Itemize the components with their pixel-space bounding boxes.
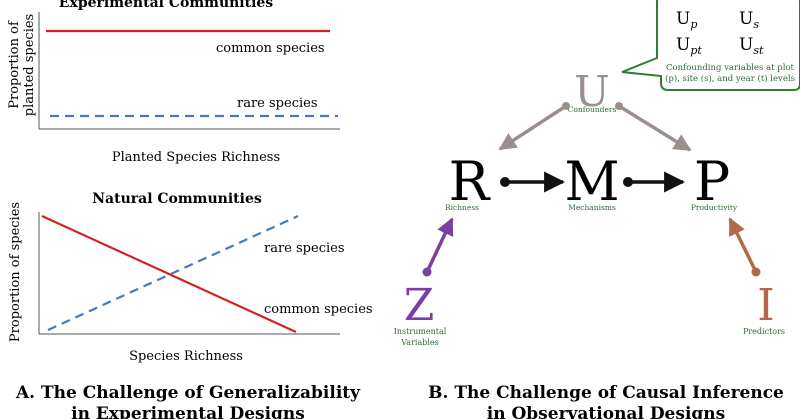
caption-b-line1: B. The Challenge of Causal Inference (428, 383, 784, 403)
node-z: Z (404, 280, 435, 331)
arrow-instrument-to-richness (425, 217, 454, 273)
node-m-label: Mechanisms (568, 203, 616, 212)
node-r-label: Richness (445, 203, 479, 212)
confounder-arrow-to-richness (498, 104, 567, 151)
natural-ylabel: Proportion of species (8, 202, 23, 342)
caption-a-line1: A. The Challenge of Generalizability (15, 383, 361, 403)
callout-up: Up (676, 9, 697, 31)
natural-rare-label: rare species (264, 241, 345, 256)
natural-xlabel: Species Richness (129, 349, 243, 364)
natural-title: Natural Communities (92, 191, 262, 207)
experimental-rare-label: rare species (237, 96, 318, 111)
callout-text-line2: (p), site (s), and year (t) levels (665, 73, 795, 84)
node-i: I (757, 280, 774, 331)
node-m: M (564, 150, 619, 213)
experimental-common-label: common species (216, 41, 325, 56)
node-z-label-line2: Variables (400, 338, 438, 347)
caption-a-line2: in Experimental Designs (71, 404, 305, 419)
natural-rare-line (47, 214, 299, 332)
node-p: P (694, 150, 730, 213)
experimental-title: Experimental Communities (59, 0, 274, 11)
node-u: U (574, 67, 609, 116)
node-i-label: Predictors (743, 327, 785, 336)
callout-text-line1: Confounding variables at plot (666, 63, 795, 73)
confounder-arrow-to-productivity (618, 104, 692, 152)
experimental-ylabel-line2: planted species (22, 14, 37, 116)
confounder-callout: Up Us Upt Ust Confounding variables at p… (621, 0, 800, 91)
arrow-predictor-to-productivity (728, 217, 758, 273)
callout-us: Us (739, 9, 759, 31)
node-z-label-line1: Instrumental (394, 327, 447, 336)
node-r: R (449, 150, 491, 213)
natural-chart: Natural Communities rare species common … (8, 191, 373, 364)
natural-common-line (41, 214, 297, 334)
callout-upt: Upt (676, 35, 702, 57)
experimental-ylabel-line1: Proportion of (7, 20, 22, 109)
experimental-xlabel: Planted Species Richness (112, 150, 280, 165)
node-u-label: Confounders (568, 105, 617, 114)
node-p-label: Productivity (691, 203, 738, 212)
caption-b-line2: in Observational Designs (487, 404, 725, 419)
natural-common-label: common species (264, 302, 373, 317)
experimental-chart: Experimental Communities common species … (7, 0, 340, 165)
callout-ust: Ust (739, 35, 764, 57)
callout-bubble (621, 0, 800, 91)
